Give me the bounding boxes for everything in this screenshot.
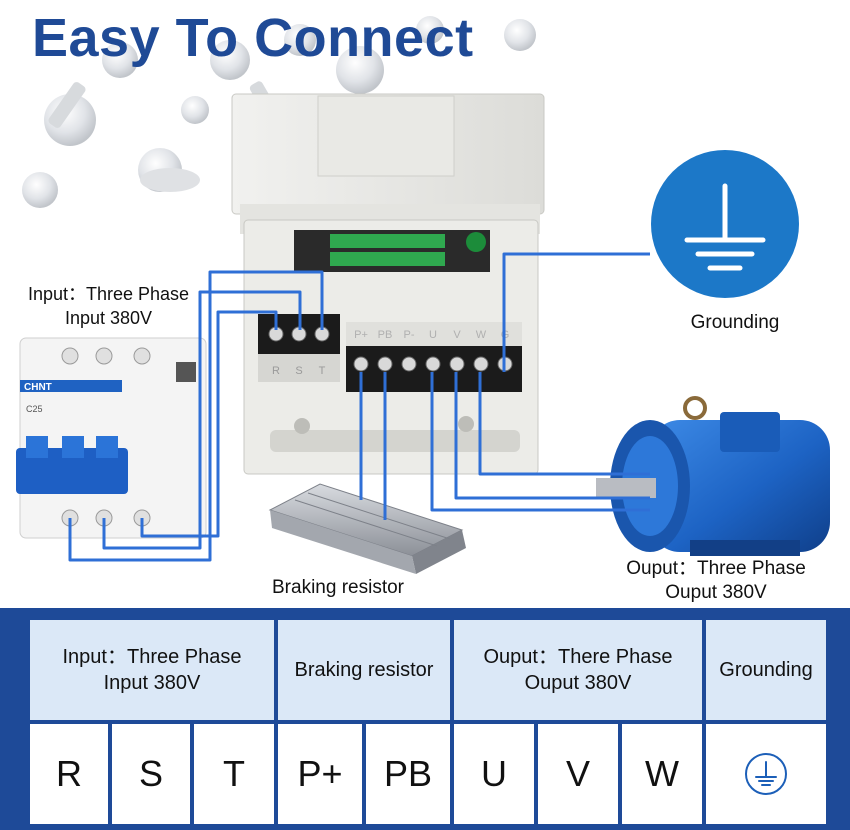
ground-symbol-icon [684,183,766,271]
braking-label: Braking resistor [272,577,404,598]
background-bolts [22,16,536,208]
breaker-model: C25 [26,404,43,414]
table-header-ground: Grounding [706,620,826,720]
input-label: Input：Three Phase Input 380V [6,282,211,330]
output-label: Ouput：Three Phase Ouput 380V [596,557,836,605]
output-label-line2: Ouput 380V [665,582,767,603]
motor [596,396,830,556]
output-terminal-label: P+ [354,329,368,341]
table-header-brake: Braking resistor [278,620,450,720]
output-label-line1: Ouput：Three Phase [626,558,806,579]
table-header-line1: Grounding [719,659,813,681]
input-terminal-label: T [319,365,326,377]
output-terminal-screw [473,356,489,372]
inverter-device [231,93,545,475]
braking-resistor [268,483,466,574]
table-header-output: Ouput：There Phase Ouput 380V [454,620,702,720]
grounding-label: Grounding [690,312,780,333]
table-header-input: Input：Three Phase Input 380V [30,620,274,720]
table-cell-s: S [112,724,190,824]
circuit-breaker: CHNT C25 [16,337,207,539]
table-header-line1: Input：Three Phase [62,646,242,668]
table-cell-ground [706,724,826,824]
wires [68,252,650,562]
input-label-line2: Input 380V [64,308,153,328]
table-cell-w: W [622,724,702,824]
table-cell-u: U [454,724,534,824]
output-terminal-label: V [453,329,461,341]
table-cell-p-plus: P+ [278,724,362,824]
output-terminal-screw [353,356,369,372]
table-header-line2: Input 380V [103,672,201,694]
input-terminal-label: R [272,365,280,377]
ground-badge [651,150,799,298]
page-title: Easy To Connect [32,8,474,68]
output-terminal-label: W [476,329,487,341]
output-terminal-screw [377,356,393,372]
output-terminal-screw [449,356,465,372]
output-terminal-screw [401,356,417,372]
output-terminal-label: PB [378,329,393,341]
table-cell-r: R [30,724,108,824]
table-cell-v: V [538,724,618,824]
input-terminal-label: S [295,365,302,377]
table-header-line2: Ouput 380V [524,672,632,694]
input-label-line1: Input：Three Phase [27,284,190,304]
output-terminal-label: U [429,329,437,341]
output-terminal-screw [425,356,441,372]
output-terminal-label: P- [404,329,415,341]
table-cell-pb: PB [366,724,450,824]
breaker-brand: CHNT [24,382,52,393]
table-header-line1: Ouput：There Phase [483,646,673,668]
table-cell-t: T [194,724,274,824]
table-header-line1: Braking resistor [294,659,434,681]
ground-cell-icon [745,753,787,795]
